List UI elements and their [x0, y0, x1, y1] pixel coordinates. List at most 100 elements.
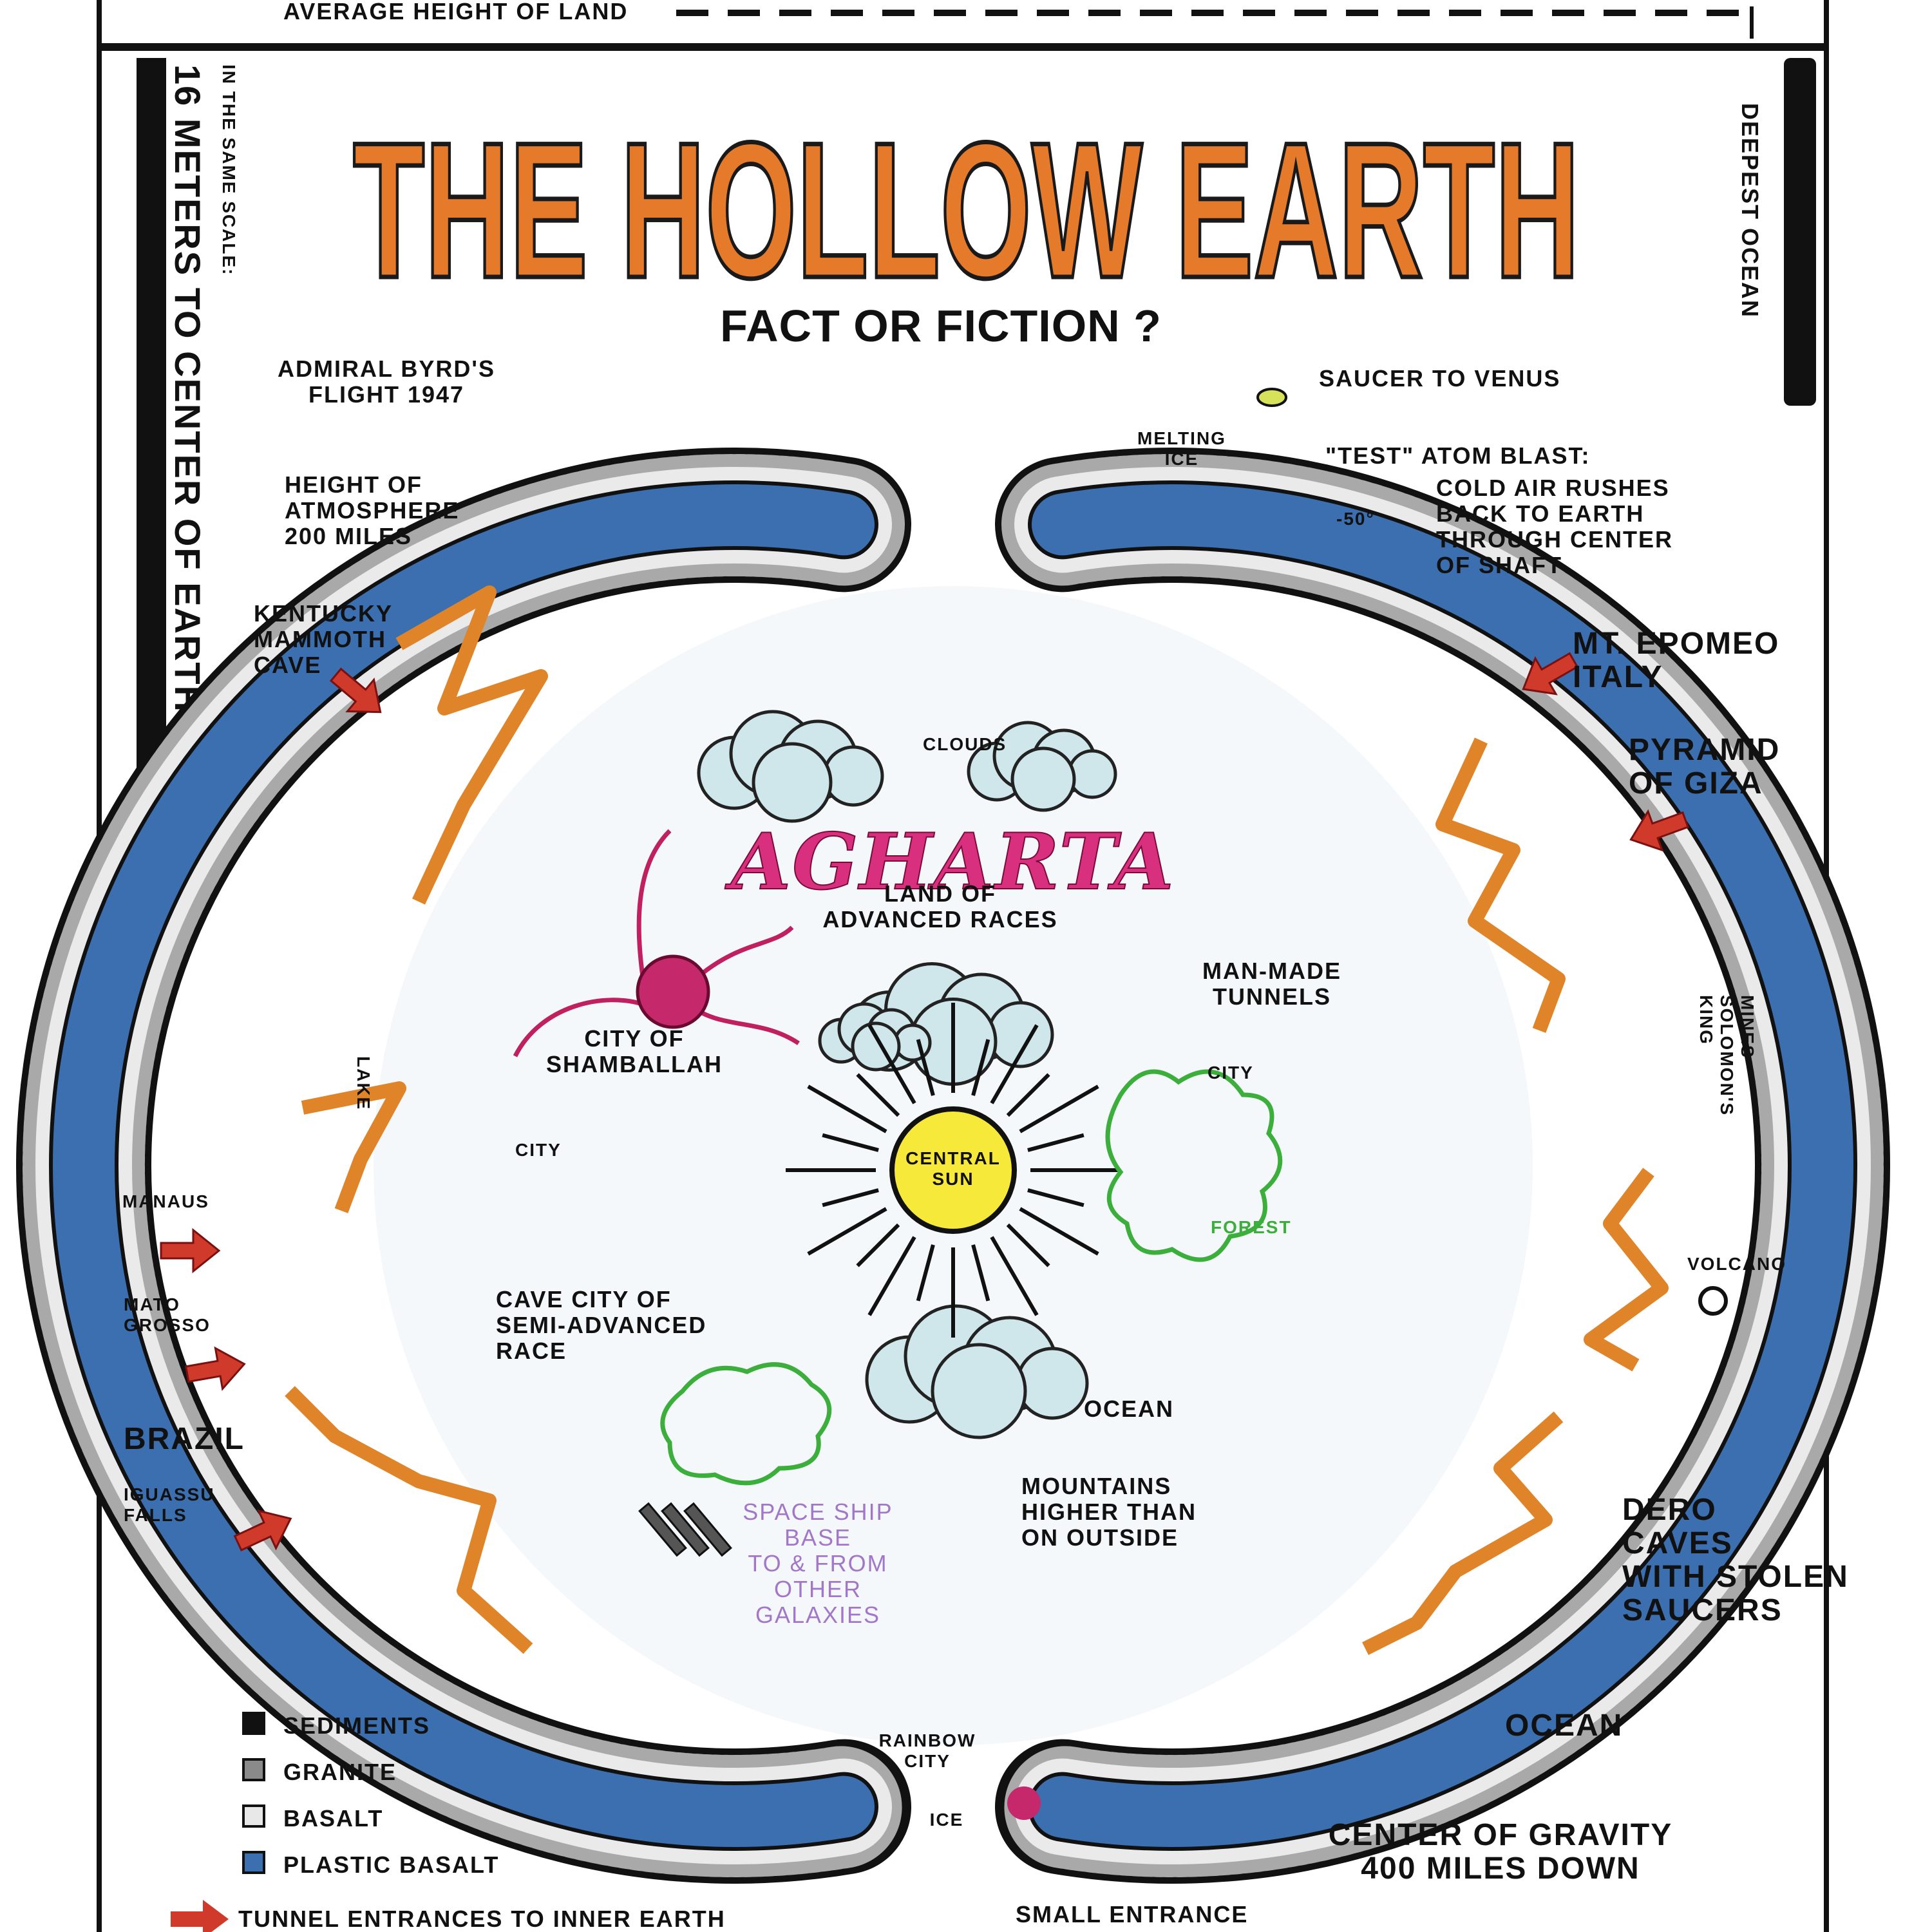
label-saucer-venus: SAUCER TO VENUS [1319, 365, 1560, 392]
label-ocean-outer: OCEAN [1505, 1709, 1623, 1743]
label-line: GROSSO [124, 1315, 211, 1335]
label-line: SHAMBALLAH [546, 1051, 723, 1077]
forest-icon [660, 1069, 1283, 1486]
label-line: AGHARTA [724, 817, 1175, 907]
label-brazil: BRAZIL [124, 1422, 245, 1456]
label-line: WITH STOLEN [1622, 1560, 1849, 1594]
label-line: "TEST" ATOM BLAST: [1325, 442, 1590, 469]
label-clouds: CLOUDS [923, 734, 1007, 754]
red-arrow-icon [160, 1227, 221, 1274]
label-line: CITY [515, 1140, 562, 1160]
legend-item-label: PLASTIC BASALT [283, 1852, 499, 1878]
label-line: COLD AIR RUSHES [1436, 475, 1670, 501]
label-line: MANAUS [122, 1191, 209, 1211]
label-line: FLIGHT 1947 [308, 381, 464, 408]
plastic-basalt-layer [1032, 484, 1853, 1847]
label-city-right: CITY [1208, 1063, 1254, 1083]
cloud-icon [818, 1002, 932, 1072]
label-line: CITY OF [584, 1025, 684, 1052]
red-arrow-icon [233, 1509, 292, 1551]
label-ocean-inner: OCEAN [1084, 1396, 1174, 1422]
label-line: 200 MILES [285, 523, 412, 549]
legend-item-label: BASALT [283, 1805, 383, 1832]
label-line: ON OUTSIDE [1021, 1524, 1179, 1551]
label-line: MAN-MADE [1202, 958, 1341, 984]
volcano-icon [1698, 1286, 1728, 1316]
label-line: MAMMOTH [254, 626, 386, 652]
label-line: RAINBOW [879, 1730, 976, 1750]
label-line: BACK TO EARTH [1436, 500, 1644, 527]
legend-item-label: SEDIMENTS [283, 1712, 430, 1739]
label-line: MINES [1738, 995, 1757, 1059]
label-line: RACE [496, 1338, 567, 1364]
label-line: OF GIZA [1629, 766, 1763, 800]
deepest-ocean-label: DEEPEST OCEAN [1737, 103, 1763, 318]
label-line: MT. EPOMEO [1573, 627, 1779, 661]
label-ice-bottom: ICE [930, 1810, 964, 1830]
label-line: SAUCERS [1622, 1593, 1783, 1627]
label-line: OCEAN [1084, 1396, 1174, 1422]
label-line: CITY [1208, 1063, 1254, 1083]
cloud-icon [967, 721, 1117, 812]
label-line: KING [1696, 995, 1716, 1045]
label-line: DERO [1622, 1493, 1717, 1527]
label-line: BRAZIL [124, 1422, 245, 1456]
red-arrow-icon [1522, 652, 1579, 696]
legend-swatch [242, 1712, 265, 1735]
label-line: CENTRAL [905, 1148, 1001, 1168]
label-line: PYRAMID [1629, 733, 1780, 767]
label-line: SOLOMON'S [1717, 995, 1737, 1116]
label-small-entrance: SMALL ENTRANCE [1016, 1901, 1248, 1927]
label-line: SMALL ENTRANCE [1016, 1901, 1248, 1927]
label-line: VOLCANO [1687, 1254, 1786, 1274]
legend-arrow-label: TUNNEL ENTRANCES TO INNER EARTH [238, 1906, 726, 1932]
label-line: SPACE SHIP [743, 1499, 893, 1525]
label-line: TO & FROM [748, 1550, 887, 1577]
scale-main-label: 16 METERS TO CENTER OF EARTH [167, 64, 208, 713]
label-forest: FOREST [1211, 1217, 1292, 1237]
label-line: CLOUDS [923, 734, 1007, 754]
label-line: -50° [1336, 509, 1375, 529]
earth-crust-ring [16, 448, 1890, 1884]
scale-note-label: IN THE SAME SCALE: [219, 64, 239, 276]
cloud-icon [865, 1304, 1089, 1439]
label-manaus: MANAUS [122, 1191, 209, 1211]
label-lake: LAKE [354, 1056, 374, 1110]
label-line: SAUCER TO VENUS [1319, 365, 1560, 392]
label-line: ATMOSPHERE [285, 497, 459, 524]
legend-swatch [242, 1758, 265, 1781]
label-line: SUN [932, 1169, 974, 1189]
label-line: CAVE CITY OF [496, 1286, 672, 1312]
label-line: THROUGH CENTER [1436, 526, 1673, 553]
red-arrow-icon [184, 1346, 246, 1391]
legend-swatch [242, 1804, 265, 1828]
label-line: OTHER [774, 1576, 862, 1602]
deepest-ocean-bar [1784, 58, 1816, 406]
subtitle: FACT OR FICTION ? [720, 301, 1162, 351]
label-line: MELTING [1137, 428, 1226, 448]
label-line: ITALY [1573, 660, 1663, 694]
label-volcano: VOLCANO [1687, 1254, 1786, 1274]
label-line: HIGHER THAN [1021, 1499, 1197, 1525]
label-line: CAVE [254, 652, 321, 678]
cloud-icon [697, 710, 884, 823]
red-arrow-icon [329, 667, 382, 714]
page-title: THE HOLLOW EARTH [353, 102, 1580, 318]
orange-tunnels [285, 585, 1669, 1655]
label-line: MOUNTAINS [1021, 1473, 1171, 1499]
label-atom-blast: "TEST" ATOM BLAST: [1325, 442, 1590, 469]
